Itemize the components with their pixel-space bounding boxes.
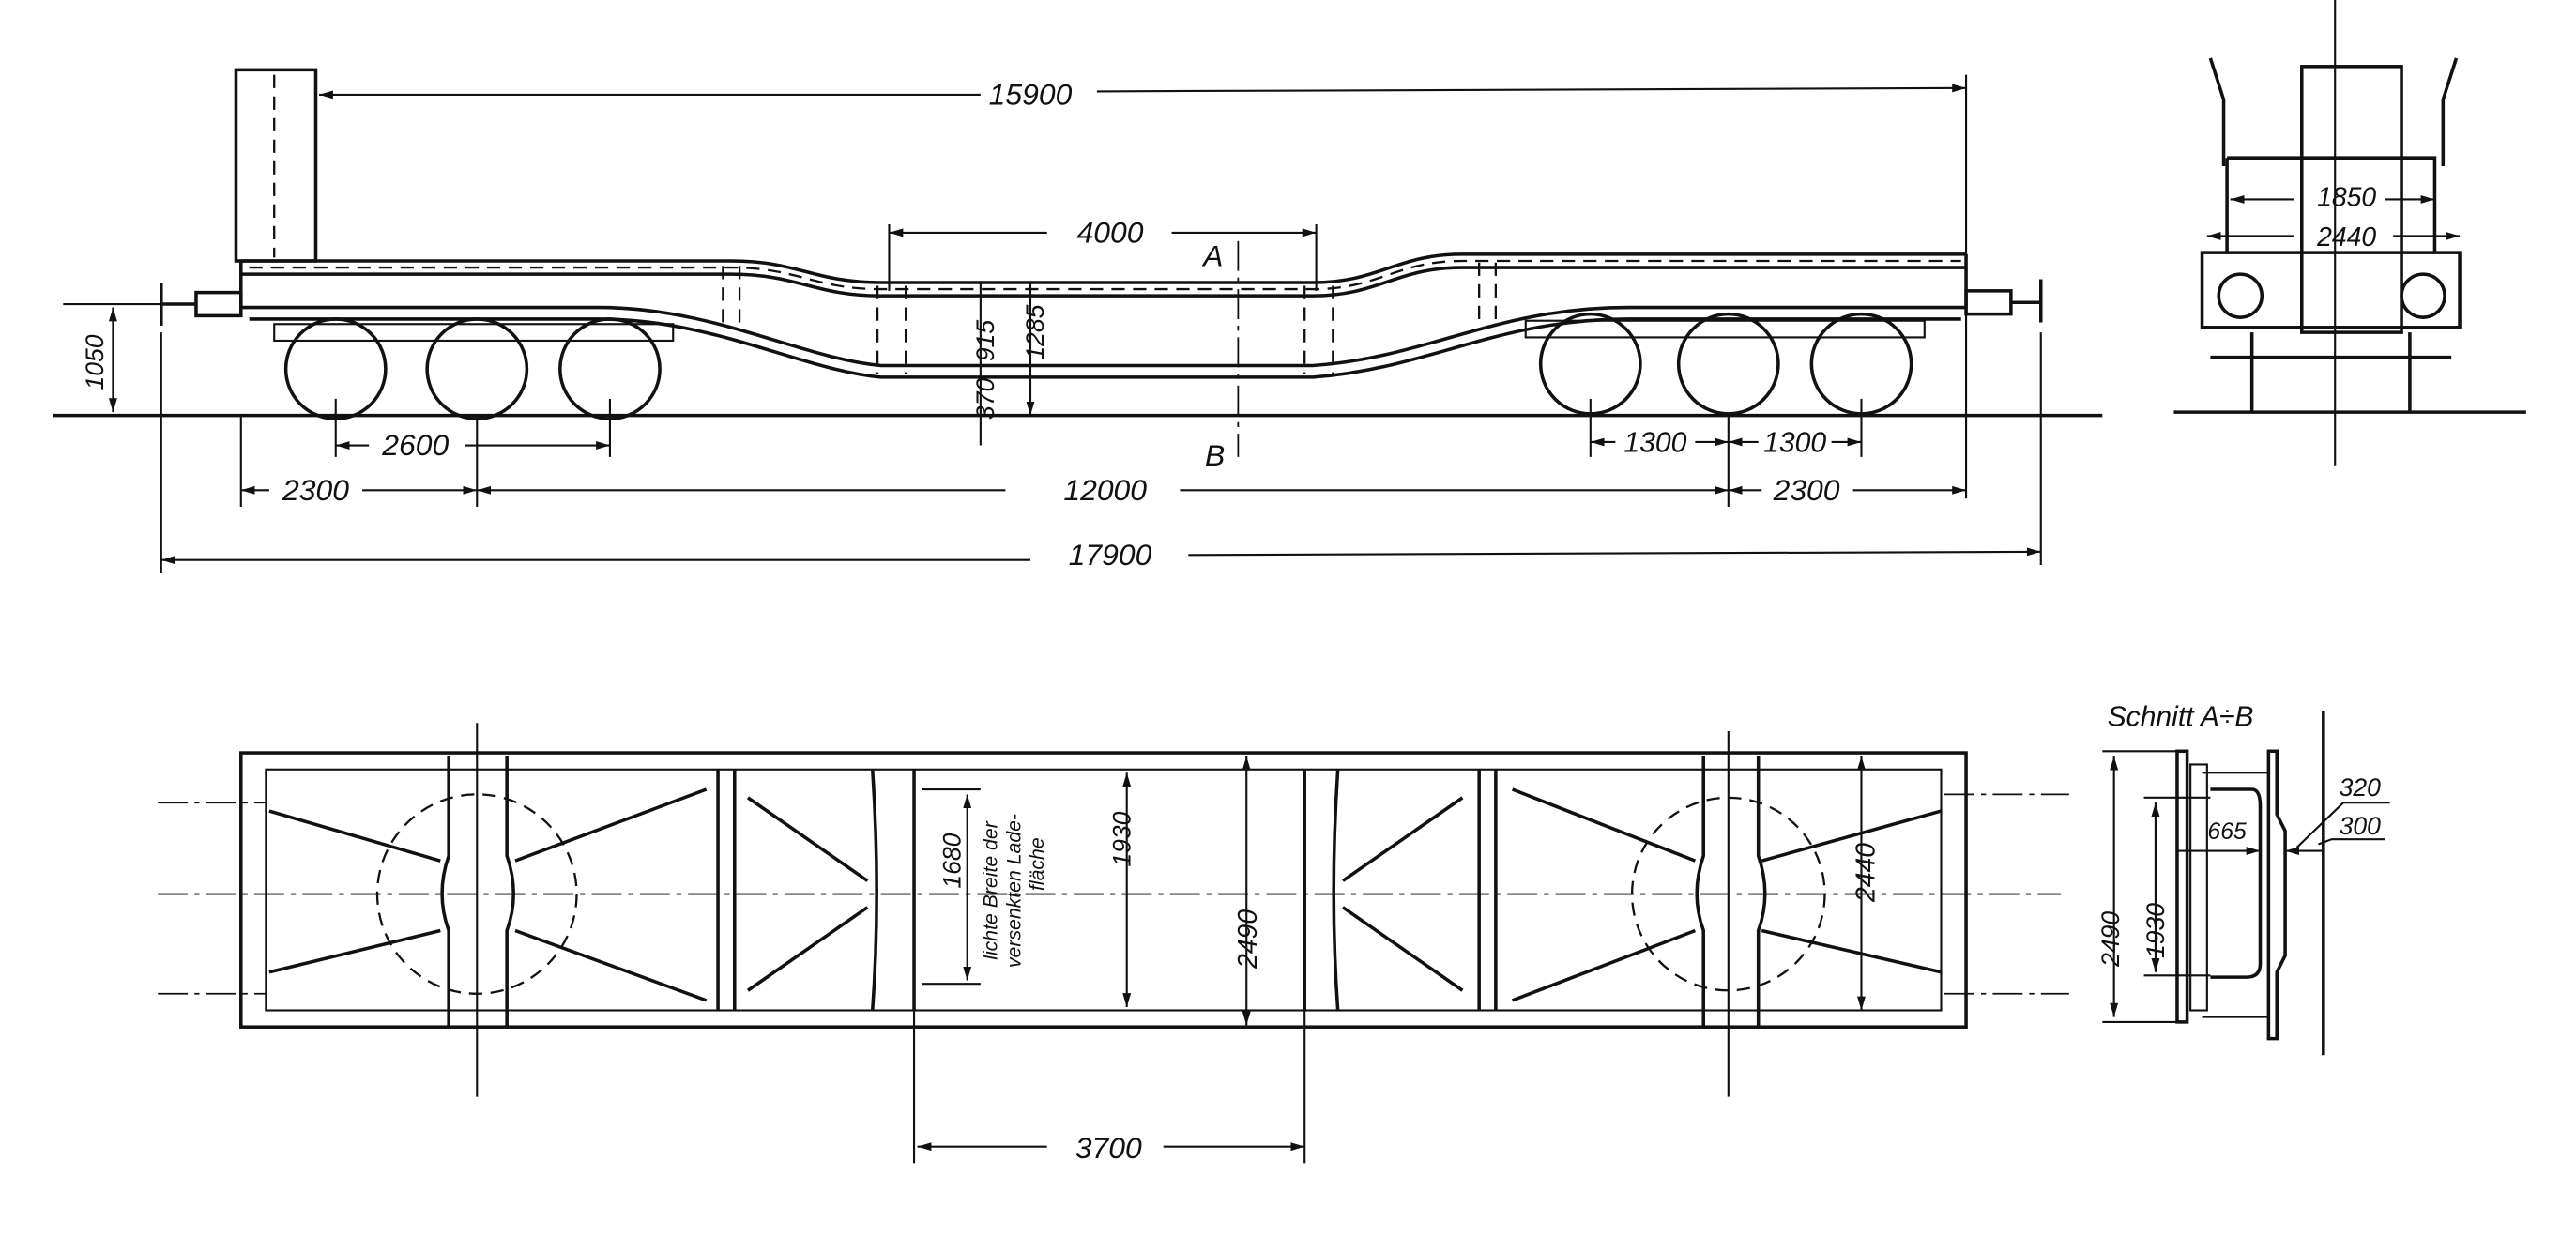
section-title: Schnitt A÷B: [2108, 702, 2254, 733]
dim-1300-b: 1300: [1763, 428, 1826, 459]
dim-2600: 2600: [381, 428, 449, 462]
section-a-b: Schnitt A÷B 2490 1930 665 320 300: [2096, 702, 2390, 1056]
end-stanchion: [234, 68, 318, 263]
dim-915: 915: [971, 320, 999, 362]
dim-4000: 4000: [1077, 216, 1144, 250]
dim-1050: 1050: [81, 334, 109, 390]
dim-1285: 1285: [1021, 304, 1049, 359]
plan-dim-1680: 1680: [938, 833, 967, 888]
plan-view: 3700 1680 lichte Breite der versenkten L…: [158, 723, 2069, 1165]
note-line-1: lichte Breite der: [980, 820, 1002, 959]
dim-17900: 17900: [1069, 538, 1152, 572]
dim-2300-right: 2300: [1773, 473, 1840, 507]
buffer-right: [1964, 279, 2043, 323]
end-view: 1850 2440: [2173, 0, 2526, 466]
end-dim-2440: 2440: [2316, 222, 2376, 252]
note-line-3: fläche: [1026, 837, 1048, 891]
section-mark-b: B: [1205, 438, 1225, 472]
dim-2300-left: 2300: [282, 473, 349, 507]
plan-dim-2440: 2440: [1852, 843, 1882, 903]
section-dim-2490: 2490: [2096, 911, 2125, 968]
section-dim-300: 300: [2340, 812, 2382, 840]
frame-outline: [239, 751, 1968, 1029]
plan-dim-1930: 1930: [1107, 811, 1136, 866]
dim-1300-a: 1300: [1623, 428, 1686, 459]
plan-dim-2490: 2490: [1233, 909, 1263, 970]
section-mark-a: A: [1201, 238, 1223, 272]
section-dim-320: 320: [2340, 773, 2382, 802]
frame-top: [240, 252, 1967, 284]
bogie-left: [273, 317, 675, 420]
buffer-left: [160, 282, 243, 327]
frame-bottom: [239, 253, 1968, 368]
end-dim-1850: 1850: [2317, 183, 2376, 213]
side-view: 15900 4000 A B 915 1285 370 1050 2600 13…: [53, 68, 2103, 573]
dim-12000: 12000: [1063, 473, 1147, 507]
note-line-2: versenkten Lade-: [1002, 814, 1025, 968]
dim-370: 370: [971, 378, 999, 420]
plan-dim-3700: 3700: [1075, 1131, 1142, 1165]
bogie-pivot-right: [1630, 796, 1826, 992]
bogie-right: [1524, 312, 1926, 416]
section-dim-665: 665: [2207, 819, 2247, 845]
section-dim-1930: 1930: [2142, 903, 2170, 958]
dim-15900: 15900: [989, 78, 1073, 112]
